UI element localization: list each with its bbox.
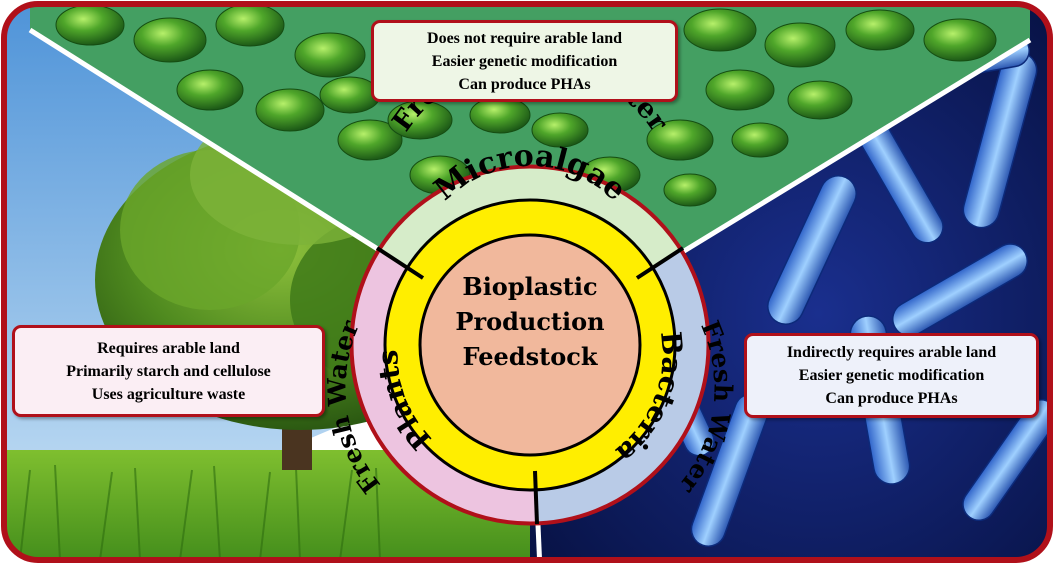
bacteria-info-box: Indirectly requires arable land Easier g… [744, 333, 1039, 418]
bacteria-info-line: Can produce PHAs [825, 390, 958, 407]
center-line-2: Production [455, 307, 604, 336]
plants-info-line: Requires arable land [97, 339, 240, 357]
center-line-1: Bioplastic [462, 272, 597, 301]
inner-ring [375, 198, 685, 525]
center-line-3: Feedstock [463, 342, 599, 371]
plants-info-line: Uses agriculture waste [91, 385, 246, 403]
bacteria-info-line: Indirectly requires arable land [786, 344, 997, 361]
microalgae-info-line: Does not require arable land [427, 29, 622, 47]
microalgae-info-line: Can produce PHAs [458, 75, 591, 93]
microalgae-info-box: Does not require arable land Easier gene… [371, 20, 678, 102]
plants-info-line: Primarily starch and cellulose [66, 362, 271, 380]
center-circle [418, 233, 642, 457]
microalgae-info-line: Easier genetic modification [431, 52, 618, 70]
bacteria-info-line: Easier genetic modification [798, 367, 985, 384]
plants-info-box: Requires arable land Primarily starch an… [12, 325, 325, 417]
